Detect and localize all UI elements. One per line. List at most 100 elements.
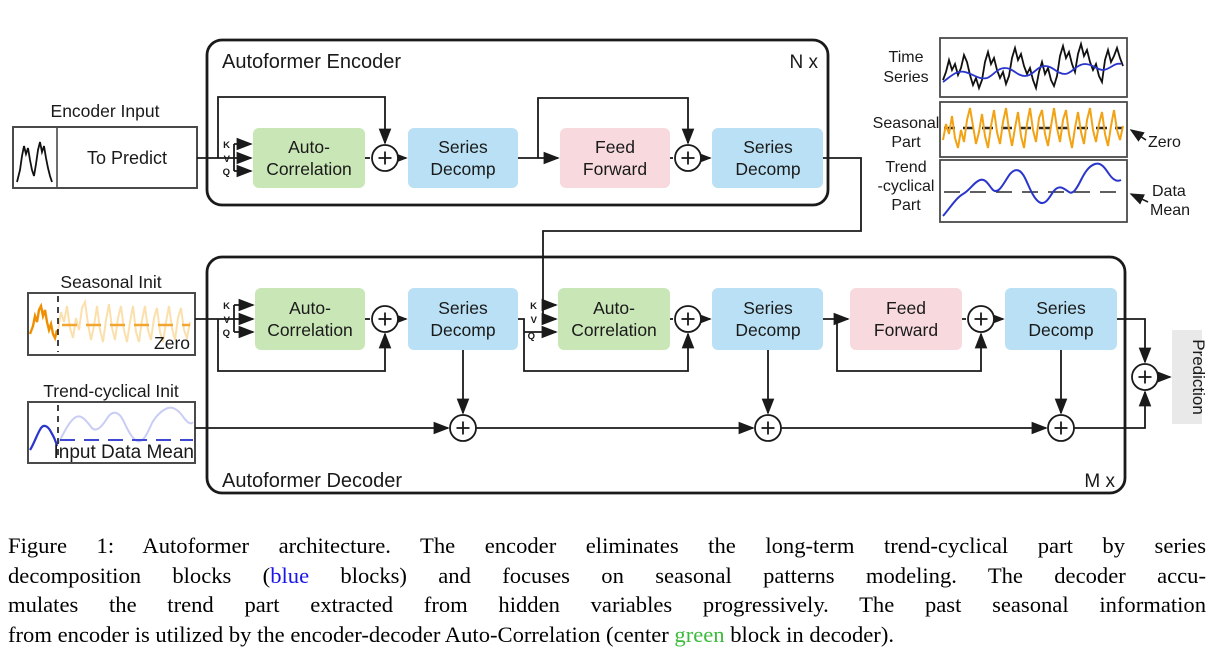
- caption-text: Figure 1: Autoformer architecture. The e…: [8, 533, 1206, 558]
- encoder-qkv-labels: K V Q: [223, 140, 231, 178]
- svg-text:Series: Series: [743, 137, 793, 157]
- svg-text:Auto-: Auto-: [289, 298, 331, 318]
- decoder-qkv-labels-1: K V Q: [223, 301, 231, 339]
- encoder-input-box: [12, 126, 198, 189]
- svg-text:Feed: Feed: [595, 137, 635, 157]
- time-series-trend-line: [942, 62, 1122, 83]
- svg-text:Decomp: Decomp: [430, 320, 495, 340]
- autoformer-architecture-diagram: Autoformer Encoder N x Autoformer Decode…: [12, 37, 1208, 495]
- trend-init-faded-wave: [57, 406, 194, 445]
- decoder-auto-correlation-1-block: Auto- Correlation: [255, 288, 365, 350]
- seasonal-init-zero-label: Zero: [154, 333, 190, 353]
- encoder-input-sparkline: [16, 141, 53, 183]
- caption-line-2: decomposition blocks (blue blocks) and f…: [8, 561, 1206, 591]
- svg-text:-cyclical: -cyclical: [878, 178, 935, 195]
- decoder-repeat-label: M x: [1084, 471, 1115, 492]
- encoder-series-decomp-1-block: Series Decomp: [408, 128, 518, 188]
- encoder-repeat-label: N x: [790, 52, 819, 73]
- svg-text:Q: Q: [223, 167, 230, 178]
- decoder-series-decomp-2-block: Series Decomp: [712, 288, 823, 350]
- svg-text:K: K: [223, 140, 230, 151]
- caption-text: from encoder is utilized by the encoder-…: [8, 621, 675, 647]
- trend-init-box: [27, 401, 196, 464]
- svg-text:Series: Series: [883, 69, 928, 86]
- zero-arrow: [1129, 129, 1147, 142]
- caption-blue-word: blue: [270, 562, 310, 588]
- svg-text:Forward: Forward: [583, 159, 647, 179]
- decoder-feed-forward-block: Feed Forward: [850, 288, 962, 350]
- prediction-label: Prediction: [1189, 339, 1208, 415]
- decoder-add-1: [371, 305, 399, 333]
- svg-text:Decomp: Decomp: [735, 320, 800, 340]
- svg-text:Time: Time: [889, 49, 924, 66]
- seasonal-init-faded-wave: [57, 298, 191, 343]
- trend-add-3: [1047, 414, 1075, 442]
- caption-text: mulates the trend part extracted from hi…: [8, 592, 1206, 618]
- caption-text: decomposition blocks (: [8, 562, 271, 588]
- caption-line-4: from encoder is utilized by the encoder-…: [8, 620, 1206, 650]
- encoder-title: Autoformer Encoder: [222, 51, 401, 73]
- seasonal-init-solid-wave: [28, 302, 59, 342]
- decoder-add-3: [967, 305, 995, 333]
- svg-text:Q: Q: [528, 331, 535, 342]
- decoder-series-decomp-1-block: Series Decomp: [408, 288, 518, 350]
- trend-add-1: [449, 414, 477, 442]
- svg-text:Auto-: Auto-: [593, 298, 635, 318]
- trend-part-plot: [939, 159, 1128, 223]
- caption-text: block in decoder).: [724, 621, 894, 647]
- trend-init-solid-wave: [29, 424, 59, 451]
- svg-text:Series: Series: [1036, 298, 1086, 318]
- svg-text:Series: Series: [743, 298, 793, 318]
- svg-text:Decomp: Decomp: [430, 159, 495, 179]
- caption-green-word: green: [674, 621, 725, 647]
- svg-text:Correlation: Correlation: [571, 320, 657, 340]
- caption-line-1: Figure 1: Autoformer architecture. The e…: [8, 531, 1206, 561]
- encoder-add-1: [371, 144, 399, 172]
- svg-text:V: V: [531, 315, 538, 326]
- to-predict-label: To Predict: [87, 148, 167, 168]
- svg-text:Part: Part: [891, 197, 921, 214]
- zero-annotation: Zero: [1148, 134, 1181, 151]
- encoder-feed-forward-block: Feed Forward: [560, 128, 670, 188]
- svg-text:Decomp: Decomp: [1028, 320, 1093, 340]
- decoder-series-decomp-3-block: Series Decomp: [1005, 288, 1117, 350]
- trend-init-mean-label: Input Data Mean: [54, 442, 194, 463]
- svg-text:Series: Series: [438, 137, 488, 157]
- svg-text:K: K: [223, 301, 230, 312]
- svg-text:K: K: [530, 301, 537, 312]
- svg-text:V: V: [224, 315, 231, 326]
- encoder-auto-correlation-block: Auto- Correlation: [253, 128, 365, 188]
- svg-text:Part: Part: [891, 134, 921, 151]
- seasonal-part-line: [942, 107, 1124, 149]
- svg-text:Series: Series: [438, 298, 488, 318]
- trend-init-label: Trend-cyclical Init: [43, 381, 179, 401]
- caption-line-3: mulates the trend part extracted from hi…: [8, 590, 1206, 620]
- svg-text:Trend: Trend: [885, 159, 926, 176]
- time-series-raw-line: [942, 40, 1124, 92]
- decoder-title: Autoformer Decoder: [222, 470, 402, 492]
- encoder-input-label: Encoder Input: [51, 101, 160, 121]
- data-mean-arrow: [1129, 193, 1149, 205]
- svg-text:Decomp: Decomp: [735, 159, 800, 179]
- prediction-box: [1172, 330, 1202, 424]
- trend-part-line: [942, 162, 1122, 217]
- legend-labels: Time Series Seasonal Part Trend -cyclica…: [873, 49, 940, 214]
- encoder-series-decomp-2-block: Series Decomp: [712, 128, 823, 188]
- figure-caption: Figure 1: Autoformer architecture. The e…: [8, 531, 1206, 649]
- caption-text: blocks) and focuses on seasonal patterns…: [309, 562, 1206, 588]
- decoder-auto-correlation-2-block: Auto- Correlation: [558, 288, 670, 350]
- encoder-add-2: [674, 144, 702, 172]
- svg-text:Feed: Feed: [886, 298, 926, 318]
- svg-text:Forward: Forward: [874, 320, 938, 340]
- svg-text:Q: Q: [223, 328, 230, 339]
- trend-add-2: [754, 414, 782, 442]
- decoder-add-2: [674, 305, 702, 333]
- svg-text:Correlation: Correlation: [267, 320, 353, 340]
- decoder-wiring: [195, 298, 1172, 435]
- svg-text:Auto-: Auto-: [288, 137, 330, 157]
- svg-text:V: V: [224, 154, 231, 165]
- decoder-qkv-labels-2: K V Q: [528, 301, 538, 342]
- encoder-wiring: [197, 96, 862, 326]
- data-mean-annotation-line1: Data: [1152, 183, 1186, 200]
